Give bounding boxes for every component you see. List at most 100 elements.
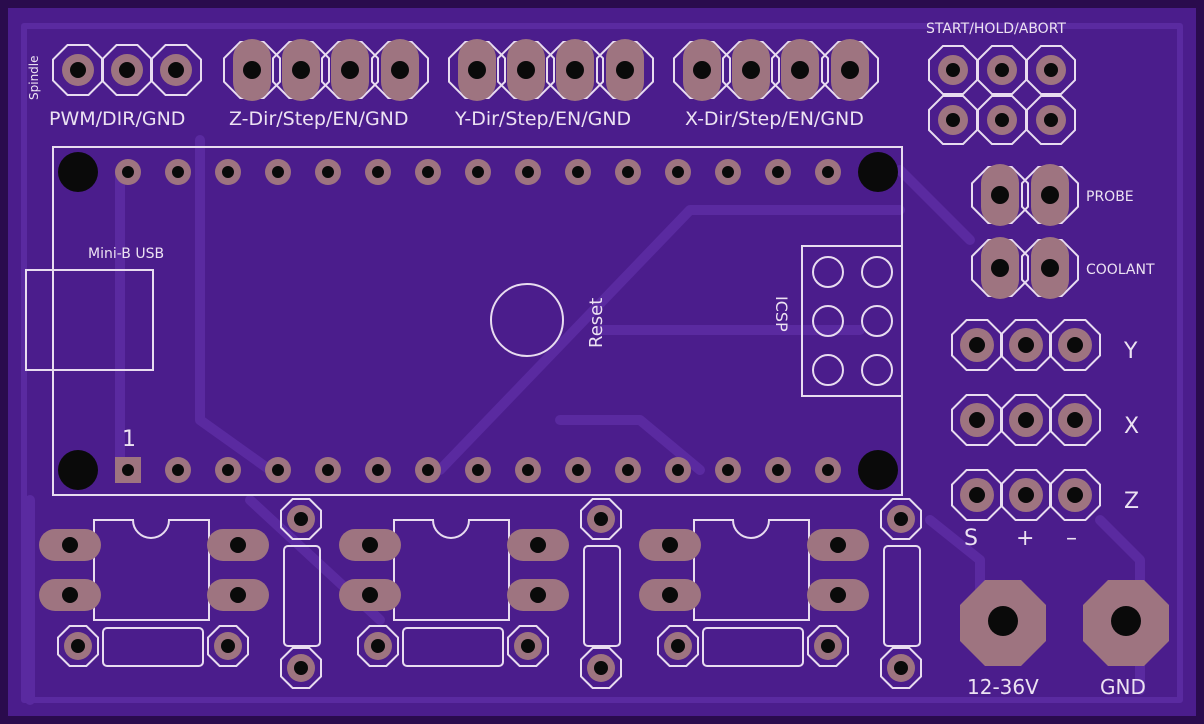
drill-hole bbox=[362, 537, 378, 553]
pad-outline bbox=[928, 45, 978, 95]
reset-button-outline bbox=[490, 283, 564, 357]
x-axis-label: X-Dir/Step/EN/GND bbox=[685, 108, 864, 130]
signal-label: S bbox=[964, 526, 978, 551]
ic-outline bbox=[693, 519, 810, 621]
mounting-hole bbox=[858, 152, 898, 192]
drill-hole bbox=[62, 587, 78, 603]
drill-hole bbox=[322, 464, 334, 476]
pad-outline bbox=[1049, 394, 1101, 446]
drill-hole bbox=[172, 166, 184, 178]
z-axis-label: Z-Dir/Step/EN/GND bbox=[229, 108, 409, 130]
drill-hole bbox=[422, 464, 434, 476]
pad-outline bbox=[1049, 469, 1101, 521]
usb-connector-outline bbox=[25, 269, 154, 371]
arduino-nano-footprint: Mini-B USB Reset ICSP 1 bbox=[25, 146, 903, 496]
reset-label: Reset bbox=[586, 298, 607, 348]
drill-hole bbox=[168, 62, 184, 78]
drill-hole bbox=[468, 61, 486, 79]
drill-hole bbox=[62, 537, 78, 553]
drill-hole bbox=[1067, 487, 1083, 503]
drill-hole bbox=[1018, 337, 1034, 353]
pad-outline bbox=[1049, 319, 1101, 371]
coolant-label: COOLANT bbox=[1086, 262, 1155, 278]
ground-label: GND bbox=[1100, 675, 1146, 699]
drill-hole bbox=[1044, 63, 1058, 77]
y-axis-label: Y-Dir/Step/EN/GND bbox=[454, 108, 631, 130]
pad-outline bbox=[1000, 394, 1052, 446]
drill-hole bbox=[372, 464, 384, 476]
drill-hole bbox=[522, 464, 534, 476]
pad-outline bbox=[821, 41, 879, 99]
drill-hole bbox=[662, 587, 678, 603]
pad-outline bbox=[371, 41, 429, 99]
power-hole bbox=[988, 606, 1018, 636]
drill-hole bbox=[821, 639, 835, 653]
limit-switch-pins bbox=[951, 319, 1101, 521]
z-axis-pins bbox=[223, 39, 429, 101]
z-axis-header: Z-Dir/Step/EN/GND bbox=[223, 39, 429, 130]
pad-outline bbox=[880, 498, 922, 540]
mini-usb-label: Mini-B USB bbox=[88, 246, 164, 262]
drill-hole bbox=[70, 62, 86, 78]
probe-pins bbox=[971, 164, 1079, 226]
drill-hole bbox=[522, 166, 534, 178]
y-axis-header: Y-Dir/Step/EN/GND bbox=[448, 39, 654, 130]
drill-hole bbox=[671, 639, 685, 653]
drill-hole bbox=[969, 487, 985, 503]
resistor-outline bbox=[583, 545, 621, 647]
drill-hole bbox=[391, 61, 409, 79]
drill-hole bbox=[894, 512, 908, 526]
icsp-pins bbox=[812, 256, 893, 386]
spindle-label: Spindle bbox=[27, 55, 41, 100]
resistor-outline bbox=[883, 545, 921, 647]
drill-hole bbox=[422, 166, 434, 178]
drill-hole bbox=[322, 166, 334, 178]
mounting-hole bbox=[858, 450, 898, 490]
start-hold-abort-pins bbox=[928, 45, 1076, 145]
pad-outline bbox=[272, 41, 330, 99]
drill-hole bbox=[672, 166, 684, 178]
pad-outline bbox=[807, 625, 849, 667]
nano-bottom-pin-row bbox=[115, 457, 841, 483]
pad-outline bbox=[771, 41, 829, 99]
drill-hole bbox=[272, 166, 284, 178]
x-axis-pins bbox=[673, 39, 879, 101]
pad-outline bbox=[507, 625, 549, 667]
drill-hole bbox=[946, 113, 960, 127]
pad-outline bbox=[207, 625, 249, 667]
pad-outline bbox=[1021, 166, 1079, 224]
drill-hole bbox=[272, 464, 284, 476]
drill-hole bbox=[119, 62, 135, 78]
pad-outline bbox=[951, 319, 1003, 371]
y-limit-label: Y bbox=[1123, 339, 1138, 364]
coolant-pins bbox=[971, 237, 1079, 299]
drill-hole bbox=[722, 166, 734, 178]
probe-label: PROBE bbox=[1086, 189, 1134, 205]
pad-outline bbox=[357, 625, 399, 667]
drill-hole bbox=[230, 537, 246, 553]
x-axis-header: X-Dir/Step/EN/GND bbox=[673, 39, 879, 130]
drill-hole bbox=[172, 464, 184, 476]
drill-hole bbox=[991, 186, 1009, 204]
power-terminals: 12-36V GND bbox=[960, 580, 1169, 699]
drill-hole bbox=[572, 166, 584, 178]
drill-hole bbox=[594, 512, 608, 526]
pad-outline bbox=[971, 166, 1029, 224]
mounting-hole bbox=[58, 152, 98, 192]
pad-outline bbox=[497, 41, 555, 99]
icsp-pin bbox=[861, 256, 893, 288]
pad-outline bbox=[280, 647, 322, 689]
pad-outline bbox=[280, 498, 322, 540]
icsp-label: ICSP bbox=[772, 296, 791, 332]
pad-outline bbox=[951, 469, 1003, 521]
drill-hole bbox=[472, 166, 484, 178]
drill-hole bbox=[662, 537, 678, 553]
pad-outline bbox=[580, 498, 622, 540]
pad-outline bbox=[580, 647, 622, 689]
pad-outline bbox=[223, 41, 281, 99]
pad-outline bbox=[101, 44, 153, 96]
pad-outline bbox=[52, 44, 104, 96]
drill-hole bbox=[243, 61, 261, 79]
pad-outline bbox=[977, 45, 1027, 95]
drill-hole bbox=[371, 639, 385, 653]
